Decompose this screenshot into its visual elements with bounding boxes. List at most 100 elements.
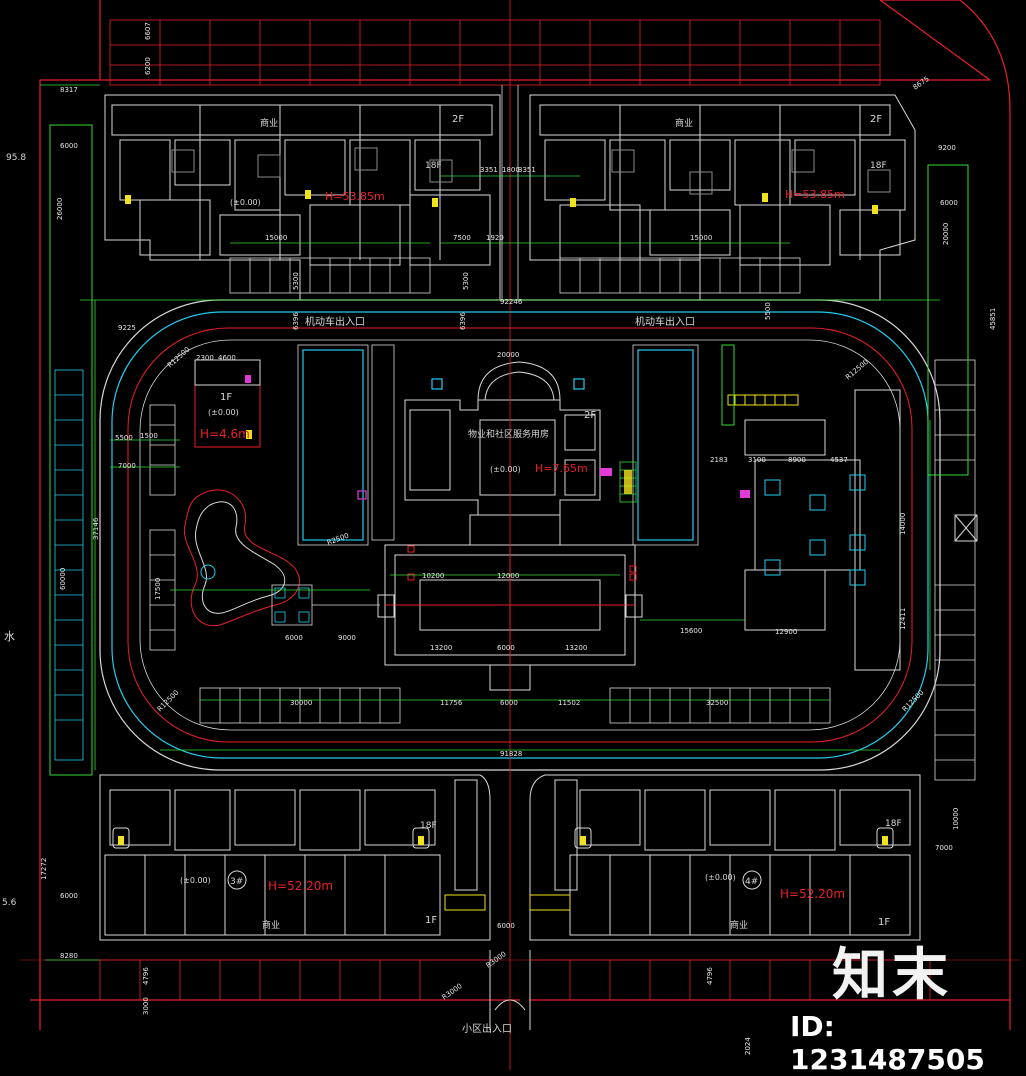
- label-commerce-top-right: 商业: [675, 117, 693, 129]
- dim-6000-d: 6000: [500, 699, 518, 707]
- dim-5300-a: 5300: [292, 272, 300, 290]
- label-2f-left: 2F: [452, 114, 464, 125]
- dim-1800: 1800: [502, 166, 520, 174]
- dim-11502: 11502: [558, 699, 580, 707]
- dim-12000: 12000: [497, 572, 519, 580]
- dim-5500-a: 5500: [764, 302, 772, 320]
- label-clubhouse-name: 物业和社区服务用房: [468, 428, 549, 440]
- label-building-4: 4#: [745, 877, 758, 887]
- label-level-top-left: (±0.00): [230, 198, 261, 207]
- label-vehicle-entrance-left: 机动车出入口: [305, 315, 365, 328]
- pool-outlines: [297, 344, 699, 546]
- dim-15600: 15600: [680, 627, 702, 635]
- dim-3351-a: 3351: [480, 166, 498, 174]
- north-building-right: [529, 94, 916, 301]
- dim-1920: 1920: [486, 234, 504, 242]
- dim-37146: 37146: [92, 517, 100, 540]
- south-icon-boxes: [112, 827, 894, 849]
- label-18f-top-left: 18F: [425, 161, 442, 171]
- label-building-3: 3#: [230, 877, 243, 887]
- dim-20000: 20000: [497, 351, 519, 359]
- dim-6607: 6607: [144, 22, 152, 40]
- dim-4796-a: 4796: [142, 967, 150, 985]
- label-commerce-bottom-left: 商业: [262, 919, 280, 931]
- label-edge-95-8: 95.8: [6, 153, 26, 163]
- dim-2024: 2024: [744, 1037, 752, 1055]
- dim-9225: 9225: [118, 324, 136, 332]
- north-stair-markers: [125, 190, 878, 214]
- dim-6000-left: 6000: [60, 142, 78, 150]
- pavilion: [194, 359, 261, 448]
- dim-92246: 92246: [500, 298, 523, 306]
- dim-6000-c: 6000: [497, 644, 515, 652]
- dim-11756: 11756: [440, 699, 463, 707]
- dim-91828: 91828: [500, 750, 522, 758]
- label-height-top-right: H=53.85m: [785, 188, 845, 201]
- axis-lines: [20, 0, 1020, 1070]
- top-plot-grid: [109, 19, 881, 86]
- label-height-top-left: H=53.85m: [325, 190, 385, 203]
- dim-7000-b: 7000: [935, 844, 953, 852]
- dim-8280: 8280: [60, 952, 78, 960]
- label-height-bottom-right: H=52.20m: [780, 887, 845, 901]
- west-parking-rows: [149, 404, 176, 651]
- dim-6200: 6200: [144, 57, 152, 75]
- dim-32500: 32500: [706, 699, 728, 707]
- dim-15000-a: 15000: [265, 234, 287, 242]
- pools: [302, 349, 694, 541]
- south-building-right: [529, 774, 921, 941]
- dim-30000: 30000: [290, 699, 312, 707]
- plaza-red-markers: [407, 545, 637, 581]
- dim-7000: 7000: [118, 462, 136, 470]
- dim-13200-b: 13200: [565, 644, 587, 652]
- dim-10200: 10200: [422, 572, 444, 580]
- label-2f-right: 2F: [870, 114, 882, 125]
- label-level-bottom-left: (±0.00): [180, 876, 211, 885]
- dim-14000: 14000: [899, 513, 907, 535]
- dim-17272: 17272: [40, 858, 48, 880]
- label-height-bottom-left: H=52.20m: [268, 879, 333, 893]
- dim-3000: 3000: [142, 997, 150, 1015]
- dim-60000: 60000: [59, 568, 67, 590]
- garden-pergolas-west: [271, 584, 380, 626]
- cyan-square-markers: [357, 378, 585, 500]
- label-pavilion-height: H=4.6m: [200, 427, 250, 441]
- label-18f-bottom-left: 18F: [420, 821, 437, 831]
- dim-45851: 45851: [989, 308, 997, 330]
- dim-12411: 12411: [899, 608, 907, 630]
- watermark-id: ID: 1231487505: [790, 1010, 985, 1076]
- label-water: 水: [4, 630, 15, 643]
- dim-15000-b: 15000: [690, 234, 712, 242]
- dim-1500: 1500: [140, 432, 158, 440]
- dim-26000: 26000: [56, 198, 64, 220]
- dim-8900: 8900: [788, 456, 806, 464]
- dim-20000-b: 20000: [942, 223, 950, 245]
- dim-4600: 4600: [218, 354, 236, 362]
- label-level-bottom-right: (±0.00): [705, 873, 736, 882]
- dim-9000: 9000: [338, 634, 356, 642]
- east-stair-yellow: [721, 344, 799, 426]
- label-clubhouse-height: H=7.65m: [535, 462, 588, 475]
- dim-10000: 10000: [952, 808, 960, 830]
- dim-3100: 3100: [748, 456, 766, 464]
- dim-12900: 12900: [775, 628, 797, 636]
- label-1f-bottom-left: 1F: [425, 915, 437, 926]
- south-stair-markers: [118, 836, 888, 845]
- dim-6396-a: 6396: [292, 312, 300, 330]
- label-pavilion-floor: 1F: [220, 392, 232, 403]
- label-community-entrance: 小区出入口: [462, 1022, 512, 1035]
- plan-text-labels: 商业 商业 2F 2F 18F 18F (±0.00) H=53.85m H=5…: [2, 114, 902, 1035]
- label-18f-top-right: 18F: [870, 161, 887, 171]
- dim-6000-e: 6000: [940, 199, 958, 207]
- dim-6396-b: 6396: [459, 312, 467, 330]
- dim-7500: 7500: [453, 234, 471, 242]
- dim-6000-f: 6000: [60, 892, 78, 900]
- label-vehicle-entrance-right: 机动车出入口: [635, 315, 695, 328]
- north-parking-strips: [229, 257, 801, 294]
- label-clubhouse-floor: 2F: [584, 410, 596, 421]
- label-edge-5-6: 5.6: [2, 898, 17, 908]
- dim-3351-b: 3351: [518, 166, 536, 174]
- dim-13200-a: 13200: [430, 644, 452, 652]
- west-green-strip: [49, 124, 93, 776]
